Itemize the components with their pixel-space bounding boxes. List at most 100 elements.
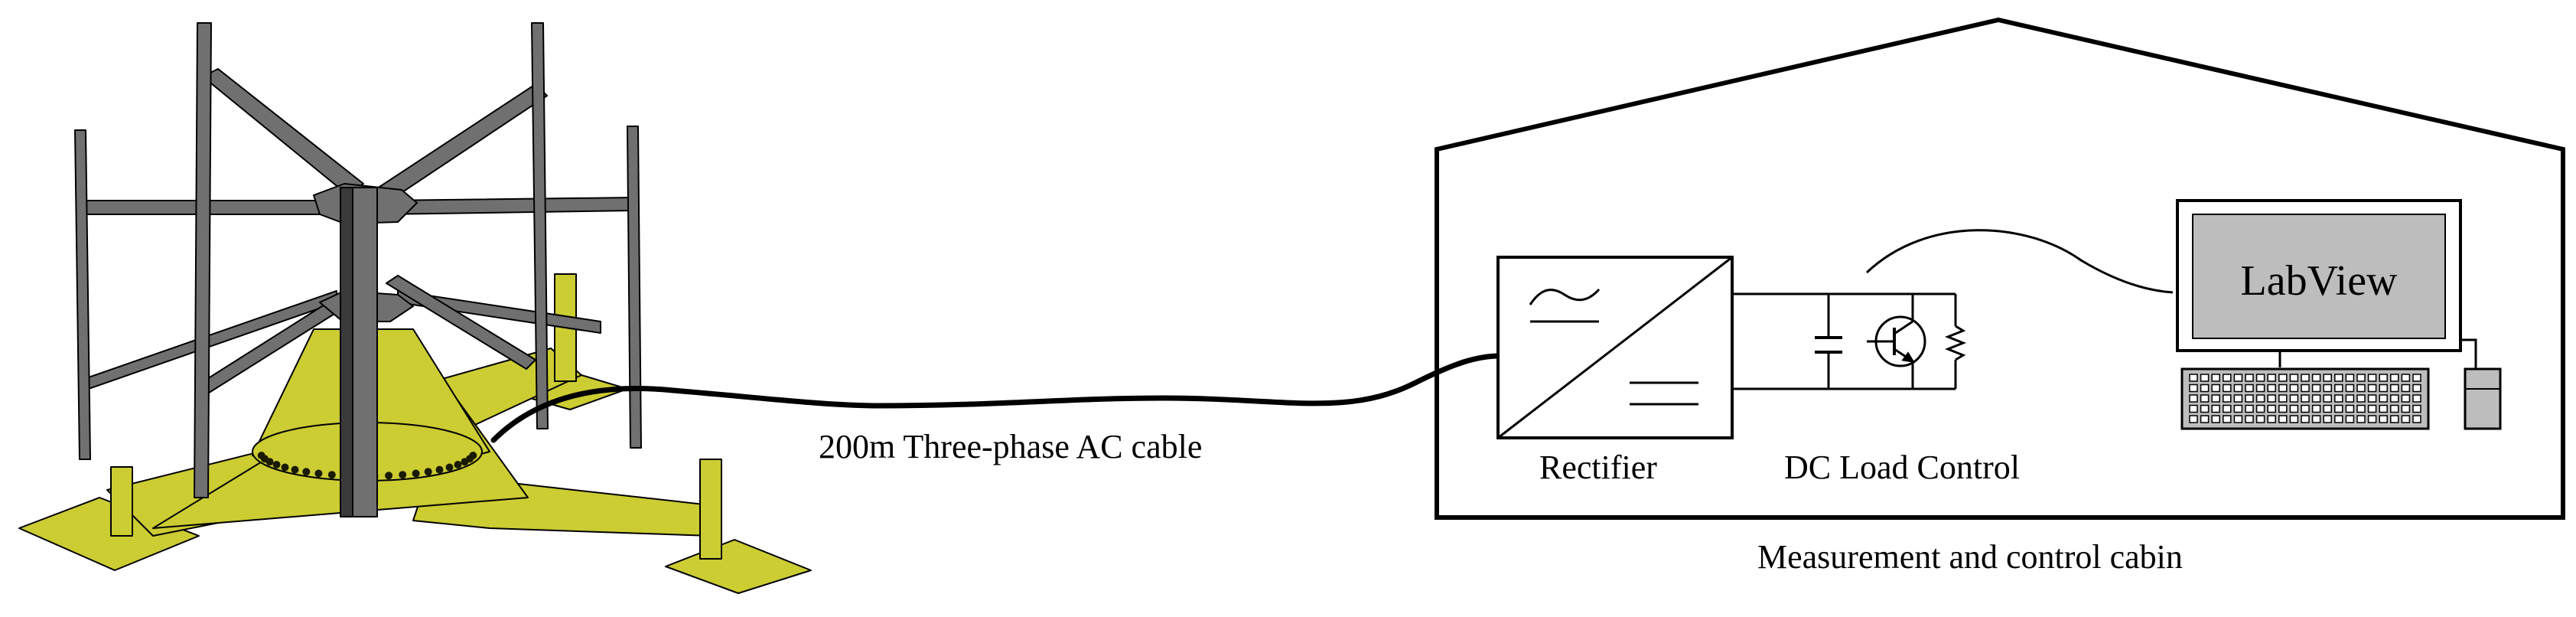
blade-right [627,126,642,449]
mouse-icon [2464,367,2502,430]
flange-bolt [327,471,336,479]
keyboard-key [2379,384,2388,393]
keyboard-key [2412,394,2421,403]
keyboard-key [2401,374,2411,382]
keyboard-key [2367,404,2377,413]
blade-back-left [194,22,212,498]
keyboard-key [2289,415,2299,423]
keyboard-key [2367,394,2377,403]
keyboard-key [2401,415,2411,423]
keyboard-key [2323,394,2332,403]
keyboard-key [2401,404,2411,413]
keyboard-key [2311,404,2321,413]
keyboard-key [2200,384,2210,393]
keyboard-key [2223,394,2232,403]
keyboard-key [2323,374,2332,382]
turbine-rotor [74,22,642,517]
keyboard-key [2223,374,2232,382]
rectifier-diagonal [1497,256,1733,439]
keyboard-keys [2189,374,2421,423]
keyboard-key [2289,374,2299,382]
turbine-base [18,273,812,594]
flange-bolt [399,471,407,479]
rotor-shaft-shade [340,187,353,517]
keyboard-key [2412,374,2421,382]
keyboard-key [2390,374,2399,382]
keyboard-key [2401,394,2411,403]
strut-top-left [202,68,364,196]
keyboard-key [2379,374,2388,382]
keyboard-key [2367,374,2377,382]
mouse-cable [2460,338,2477,369]
keyboard-key [2255,404,2265,413]
keyboard-key [2345,374,2355,382]
keyboard-key [2334,394,2343,403]
keyboard-key [2323,415,2332,423]
keyboard-key [2255,384,2265,393]
keyboard-key [2200,374,2210,382]
keyboard-key [2289,394,2299,403]
keyboard-key [2311,394,2321,403]
control-signal-line [1865,229,2174,294]
keyboard-key [2189,394,2198,403]
keyboard-key [2311,384,2321,393]
keyboard-key [2189,415,2198,423]
keyboard-key [2278,374,2288,382]
keyboard-key [2379,394,2388,403]
keyboard-key [2345,404,2355,413]
flange-bolt [469,452,477,459]
keyboard-key [2211,384,2220,393]
cabin-outline [1435,17,2565,520]
keyboard-key [2267,384,2276,393]
blade-left [74,129,91,460]
keyboard-key [2301,394,2310,403]
base-foot-left [18,497,200,571]
flange-bolt [291,465,299,474]
keyboard-key [2301,384,2310,393]
dc-load-control-circuit [1732,229,2174,390]
strut-top-right [374,83,548,204]
keyboard-key [2211,404,2220,413]
strut-mid-right [382,197,636,215]
vertical-axis-wind-turbine [18,22,812,594]
keyboard-key [2267,404,2276,413]
keyboard-key [2334,374,2343,382]
keyboard-key [2278,394,2288,403]
flange-bolt [281,463,289,472]
keyboard-key [2255,394,2265,403]
strut-mid-left [76,200,353,215]
keyboard-key [2356,415,2366,423]
keyboard-key [2233,415,2243,423]
keyboard-key [2356,374,2366,382]
keyboard-key [2189,384,2198,393]
keyboard-key [2301,374,2310,382]
monitor-screen [2192,214,2446,339]
keyboard-key [2189,374,2198,382]
keyboard-key [2233,394,2243,403]
keyboard-key [2223,404,2232,413]
keyboard-key [2255,415,2265,423]
blade-back-right [531,22,549,429]
keyboard-key [2379,404,2388,413]
keyboard-key [2379,415,2388,423]
keyboard-key [2390,384,2399,393]
post-left [110,466,133,537]
keyboard-key [2301,415,2310,423]
keyboard-key [2323,404,2332,413]
emitter-arrow [1901,351,1915,364]
keyboard-key [2278,404,2288,413]
flange-bolt [265,458,274,466]
keyboard-key [2233,384,2243,393]
keyboard-key [2289,384,2299,393]
keyboard-key [2390,404,2399,413]
transistor-collector [1894,320,1913,335]
keyboard-key [2334,384,2343,393]
keyboard-key [2301,404,2310,413]
keyboard-key [2189,404,2198,413]
keyboard-key [2367,415,2377,423]
keyboard-key [2211,394,2220,403]
keyboard-key [2356,404,2366,413]
keyboard-key [2356,384,2366,393]
keyboard-key [2267,374,2276,382]
